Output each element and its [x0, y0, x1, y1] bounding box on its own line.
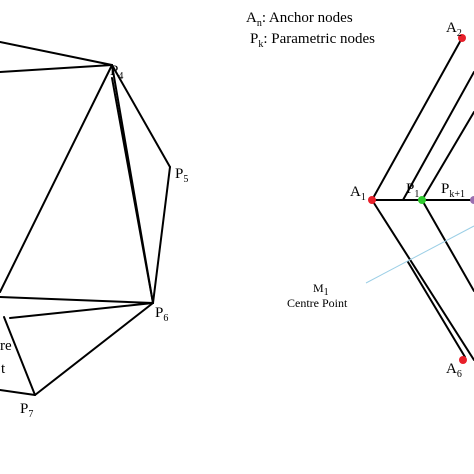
anchor-node-a2 — [458, 34, 466, 42]
param-node-pk1 — [470, 196, 474, 204]
centre-point-leader — [365, 225, 474, 284]
edge-base-p6 — [0, 296, 154, 304]
cut-label-bottom: t — [1, 361, 6, 377]
edge-p4-diag — [0, 64, 113, 293]
node-label-p4: P4 — [110, 63, 123, 82]
param-node-p1 — [418, 196, 426, 204]
right-mesh-diagram: A2 A1 P1 Pk+1 A6 M1 Centre Point — [287, 20, 474, 380]
edge-a6-upper — [407, 261, 466, 358]
left-mesh-diagram: P4 P5 P6 P7 re t — [0, 41, 188, 420]
m1-label: M1 — [313, 281, 329, 298]
edge-left-p4 — [0, 64, 113, 73]
node-label-p7: P7 — [20, 401, 33, 420]
node-label-a2: A2 — [446, 20, 462, 39]
edge-inner-p6 — [9, 302, 154, 319]
node-label-p6: P6 — [155, 305, 168, 324]
edge-a1-a2 — [371, 37, 463, 201]
legend: An: Anchor nodes Pk: Parametric nodes — [246, 10, 375, 50]
edge-inner-diag — [402, 71, 474, 201]
node-label-p1: P1 — [406, 181, 419, 200]
node-label-p5: P5 — [175, 166, 188, 185]
edge-inner-p7 — [3, 316, 36, 396]
edge-p6-p7 — [34, 302, 154, 396]
edge-p1-diag — [421, 111, 474, 201]
edge-top-p4 — [0, 41, 113, 66]
legend-param-entry: Pk: Parametric nodes — [250, 31, 375, 50]
anchor-node-a6 — [459, 356, 467, 364]
node-label-a6: A6 — [446, 361, 462, 380]
centre-point-label: Centre Point — [287, 296, 348, 310]
edge-p4-p6-b — [111, 77, 154, 304]
edge-a1-lower — [371, 199, 474, 361]
legend-anchor-entry: An: Anchor nodes — [246, 10, 353, 29]
cut-label-top: re — [0, 338, 12, 354]
node-label-pk1: Pk+1 — [441, 181, 465, 200]
edge-p5-p6 — [152, 166, 171, 304]
edge-p1-lower — [421, 199, 474, 292]
edge-p4-p5 — [111, 64, 171, 168]
anchor-node-a1 — [368, 196, 376, 204]
node-label-a1: A1 — [350, 184, 366, 203]
edge-left-p7 — [0, 389, 36, 396]
